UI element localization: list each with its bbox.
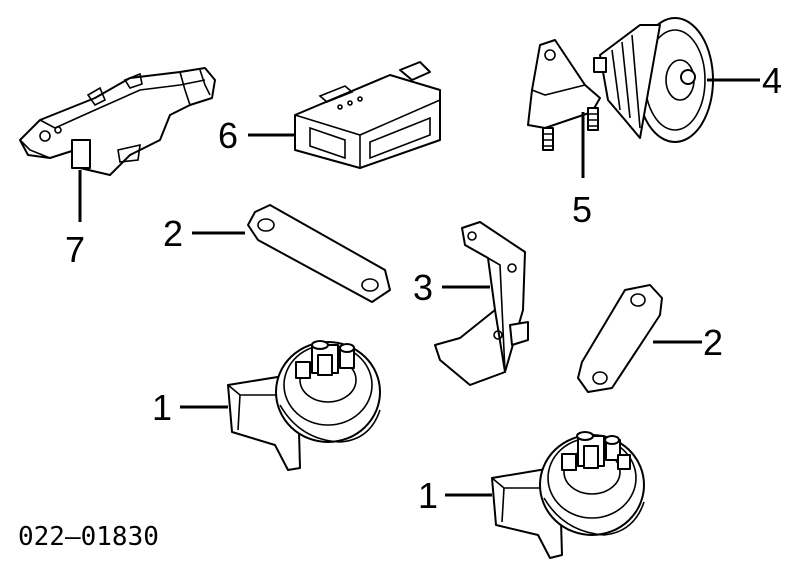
callout-4: 4: [762, 60, 782, 101]
horn-left-part: [227, 340, 381, 471]
mount-bracket-part: [434, 221, 529, 386]
disc-horn-part: [593, 17, 714, 143]
callout-7: 7: [65, 229, 85, 270]
flat-bracket-right-part: [577, 284, 663, 393]
horn-right-part: [491, 431, 645, 559]
control-module-part: [294, 61, 441, 169]
leader-lines: [78, 78, 760, 497]
callout-1-left: 1: [152, 387, 172, 428]
callout-2-upper: 2: [163, 213, 183, 254]
switch-assembly-part: [19, 67, 216, 176]
drawing-code: 022–01830: [18, 522, 159, 552]
callout-2-right: 2: [703, 322, 723, 363]
callout-5: 5: [572, 189, 592, 230]
callout-6: 6: [218, 115, 238, 156]
callout-1-right: 1: [418, 475, 438, 516]
horn-bracket-part: [527, 39, 601, 151]
callout-3: 3: [413, 267, 433, 308]
flat-bracket-upper-part: [247, 204, 391, 303]
